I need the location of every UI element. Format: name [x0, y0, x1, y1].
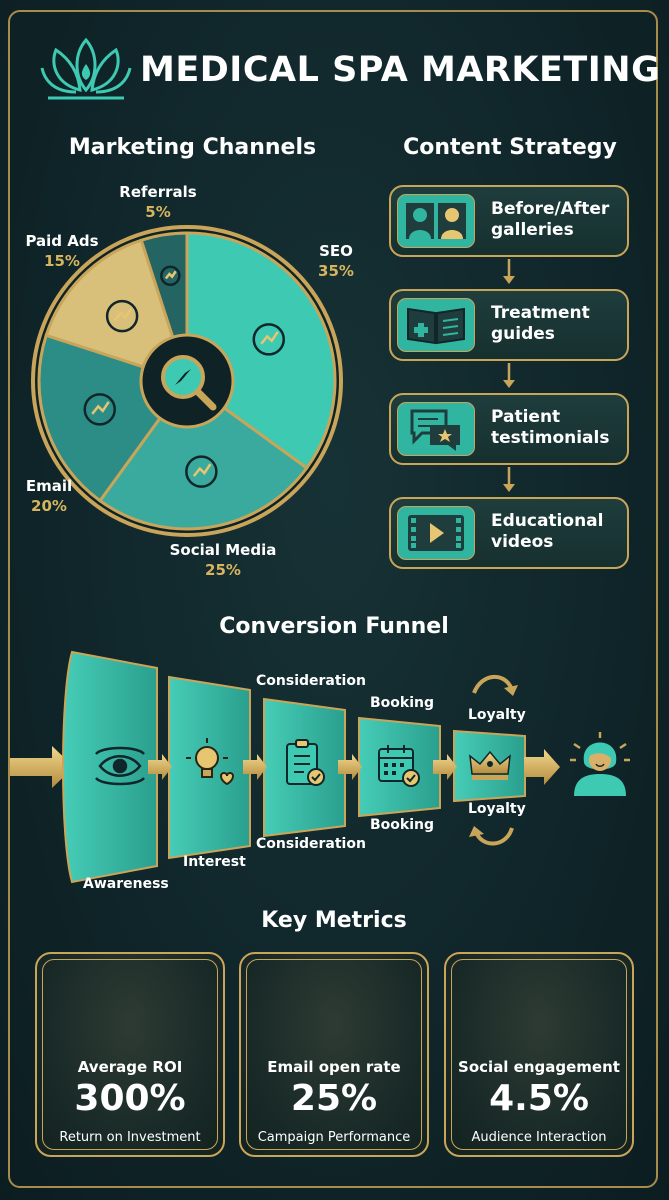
- crown-icon: [469, 750, 511, 780]
- funnel-top-label-booking: Booking: [370, 695, 435, 711]
- pie-pct-seo: 35%: [318, 262, 354, 280]
- metric-subtitle: Audience Interaction: [471, 1130, 607, 1145]
- key-metrics-heading: Key Metrics: [261, 908, 407, 933]
- funnel-arrow-5: [524, 749, 560, 785]
- pie-pct-social-media: 25%: [205, 561, 241, 579]
- funnel-arrow-3: [338, 754, 362, 780]
- hand-dollar-coin-icon: [105, 299, 139, 333]
- social-media-icons: [185, 455, 218, 488]
- metric-value: 25%: [290, 1078, 378, 1119]
- lotus-logo-icon: [40, 37, 132, 100]
- content-card-label: Treatment guides: [491, 303, 590, 344]
- funnel-label-consideration: Consideration: [256, 836, 366, 852]
- content-card-label: Patient testimonials: [491, 407, 610, 448]
- funnel-stage-awareness: [62, 650, 158, 884]
- metric-subtitle: Campaign Performance: [257, 1130, 411, 1145]
- happy-client-icon: [570, 732, 630, 796]
- envelope-icon: [83, 393, 116, 426]
- pie-slice-seo: [185, 231, 337, 471]
- metric-card-inner-border: [42, 959, 218, 1150]
- metric-card-roi: Average ROI 300% Return on Investment: [35, 952, 225, 1157]
- funnel-top-label-loyalty: Loyalty: [468, 707, 526, 723]
- video-play-icon: [397, 506, 475, 560]
- funnel-label-interest: Interest: [183, 854, 246, 870]
- funnel-entry-arrow: [10, 746, 74, 788]
- metric-card-inner-border: [246, 959, 422, 1150]
- conversion-funnel-heading: Conversion Funnel: [219, 614, 449, 639]
- conversion-funnel: [10, 650, 630, 884]
- pie-slice-social-media: [97, 378, 309, 531]
- content-card-videos: Educational videos: [389, 497, 629, 569]
- loyalty-cycle-arrow-bottom-icon: [469, 826, 514, 846]
- metric-name: Social engagement: [458, 1058, 620, 1076]
- content-strategy-arrows: [503, 259, 515, 492]
- loyalty-cycle-arrow-top-icon: [472, 674, 518, 696]
- metric-value: 4.5%: [489, 1078, 589, 1119]
- globe-cursor-growth-icon: [252, 323, 286, 356]
- funnel-arrow-2: [243, 754, 267, 780]
- funnel-label-awareness: Awareness: [83, 876, 169, 892]
- funnel-arrow-4: [433, 754, 457, 780]
- eye-icon: [95, 746, 145, 786]
- metric-subtitle: Return on Investment: [59, 1130, 201, 1145]
- content-card-testimonials: Patient testimonials: [389, 393, 629, 465]
- pie-pct-paid-ads: 15%: [44, 252, 80, 270]
- content-strategy-heading: Content Strategy: [403, 135, 617, 160]
- chat-star-icon: [397, 402, 475, 456]
- funnel-label-booking: Booking: [370, 817, 435, 833]
- pie-pct-email: 20%: [31, 497, 67, 515]
- metric-name: Average ROI: [77, 1058, 183, 1076]
- content-card-label: Before/After galleries: [491, 199, 610, 240]
- funnel-arrow-1: [148, 754, 172, 780]
- metric-card-email-open-rate: Email open rate 25% Campaign Performance: [239, 952, 429, 1157]
- magnifier-compass-icon: [161, 355, 217, 411]
- pie-label-referrals: Referrals: [119, 183, 197, 201]
- pie-label-social-media: Social Media: [169, 541, 277, 559]
- metric-card-social-engagement: Social engagement 4.5% Audience Interact…: [444, 952, 634, 1157]
- before-after-portraits-icon: [397, 194, 475, 248]
- content-card-label: Educational videos: [491, 511, 604, 552]
- book-medical-cross-icon: [397, 298, 475, 352]
- pie-pct-referrals: 5%: [145, 203, 171, 221]
- calendar-check-icon: [378, 745, 420, 787]
- metric-name: Email open rate: [267, 1058, 401, 1076]
- pie-label-email: Email: [25, 477, 73, 495]
- handshake-icon: [160, 265, 181, 287]
- lightbulb-heart-icon: [186, 738, 235, 786]
- funnel-label-loyalty: Loyalty: [468, 801, 526, 817]
- content-card-before-after: Before/After galleries: [389, 185, 629, 257]
- funnel-top-label-consideration: Consideration: [256, 673, 366, 689]
- channels-pie-chart: [31, 225, 343, 537]
- metric-card-inner-border: [451, 959, 627, 1150]
- metric-value: 300%: [74, 1078, 186, 1119]
- content-card-treatment-guides: Treatment guides: [389, 289, 629, 361]
- pie-label-paid-ads: Paid Ads: [25, 232, 99, 250]
- page-title: MEDICAL SPA MARKETING: [140, 50, 661, 90]
- marketing-channels-heading: Marketing Channels: [68, 135, 317, 160]
- gold-frame: [8, 10, 658, 1188]
- clipboard-checklist-icon: [286, 739, 325, 786]
- pie-label-seo: SEO: [319, 242, 353, 260]
